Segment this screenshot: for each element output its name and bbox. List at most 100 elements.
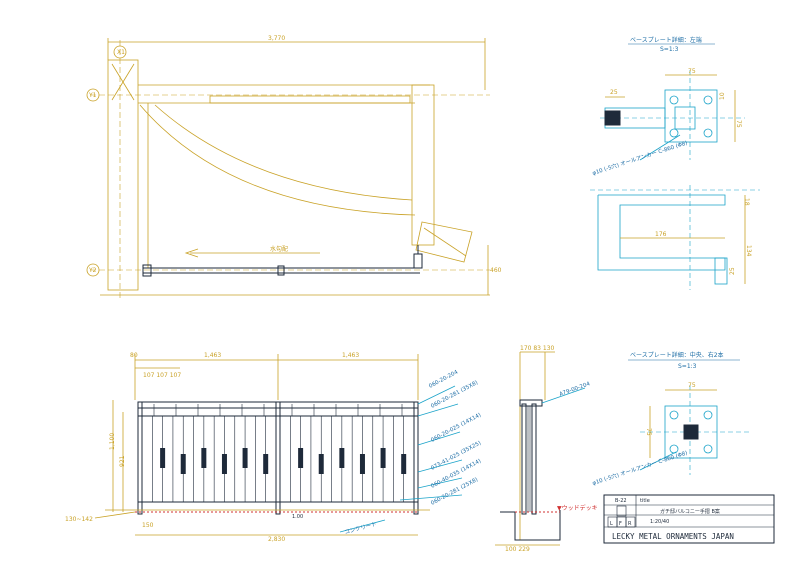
- plan-wall-left: [107, 59, 139, 291]
- db-base-plate: [664, 405, 718, 459]
- elev-dim-total: 2,830: [268, 536, 285, 543]
- dt-arm-cap: [604, 110, 621, 126]
- callout-leader-1: [417, 385, 456, 405]
- sect-callout-leader: [541, 387, 586, 404]
- sect-dim-top-label: 170 83 130: [520, 345, 555, 352]
- elev-top-rail: [137, 401, 419, 409]
- tb-title: ガチ邸バルコニー手摺 B案: [660, 508, 720, 515]
- elev-callouts: 060-20-204 060-20-281 (35X8) 060-20-025 …: [399, 369, 482, 507]
- detail-top-title: ベースプレート詳細：左端: [630, 36, 702, 44]
- dt-dim-small-label: 10: [719, 92, 726, 100]
- grid-y2-label: Y2: [88, 267, 97, 274]
- picket-collar: [318, 454, 324, 474]
- tb-scale: 1:20/40: [650, 519, 669, 525]
- db-hole-4: [703, 444, 713, 454]
- elev-pitch-label: 107 107 107: [143, 372, 181, 379]
- picket-collar: [201, 448, 207, 468]
- plan-wall-right: [411, 84, 435, 246]
- picket-collar: [263, 454, 269, 474]
- sect-callout: A79-00-204: [559, 381, 592, 398]
- tb-r: R: [628, 521, 632, 527]
- plan-curve-inner: [154, 104, 413, 201]
- picket-collar: [180, 454, 186, 474]
- dt-dim-176-label: 176: [655, 231, 667, 238]
- dt-dim-134-label: 134: [745, 245, 752, 257]
- db-dim-75-label: 75: [688, 382, 696, 389]
- slope-arrowhead: [184, 248, 199, 258]
- callout-leader-5: [417, 477, 463, 489]
- elev-dim-post: 150: [142, 522, 154, 529]
- callout-3: 060-20-025 (14X14): [430, 412, 482, 443]
- grid-x1-label: X1: [117, 49, 125, 56]
- dt-profile-foot: [714, 257, 728, 285]
- tb-box-t: [616, 505, 627, 517]
- elev-post-mid: [275, 401, 281, 515]
- picket-collar: [380, 448, 386, 468]
- picket-collar: [401, 454, 407, 474]
- dt-anchor-leader: [639, 134, 681, 161]
- picket-collar: [298, 448, 304, 468]
- dt-dim-75-label: 75: [688, 68, 696, 75]
- plan-dim-total: 3,770: [268, 35, 285, 42]
- db-post-square: [683, 424, 699, 440]
- picket-collar: [221, 454, 227, 474]
- detail-top: ベースプレート詳細：左端 S=1:3 75 25 75 10 φ10 (-5穴)…: [590, 36, 760, 290]
- bottom-callout: コンクリート: [344, 521, 378, 536]
- plan-post-right: [413, 253, 423, 269]
- plan-view: X1 Y1 Y2 3,770 水勾配: [86, 35, 502, 300]
- tb-f: F: [619, 521, 622, 527]
- tb-no: B-22: [615, 498, 627, 504]
- elev-offset-leader: [94, 511, 136, 519]
- db-anchor-leader: [639, 451, 677, 471]
- tb-title-label: title: [640, 498, 650, 504]
- dt-hole-4: [703, 128, 713, 138]
- picket-collar: [242, 448, 248, 468]
- tb-company: LECKY METAL ORNAMENTS JAPAN: [612, 532, 734, 541]
- dt-profile: [597, 194, 726, 271]
- db-dim-side-label: 75: [645, 428, 652, 436]
- tb-l: L: [610, 521, 613, 527]
- grid-bubble-y2: [86, 263, 100, 277]
- detail-bottom-title: ベースプレート詳細：中央、右2本: [630, 351, 724, 359]
- sect-deck-label: ▼ウッドデッキ: [557, 504, 598, 512]
- picket-collar: [359, 454, 365, 474]
- elev-post-right: [413, 401, 419, 515]
- plan-post-left: [142, 264, 152, 277]
- callout-leader-3: [417, 431, 461, 446]
- plan-hatch-2: [111, 63, 135, 101]
- sect-dim-bottom-label: 100 229: [505, 546, 530, 553]
- elevation-view: 80 1,463 1,463 107 107 107 1,100 921 130…: [65, 352, 482, 543]
- elev-dim-left: 80: [130, 352, 138, 359]
- title-block: B-22 title ガチ邸バルコニー手摺 B案 1:20/40 L F R L…: [603, 494, 775, 544]
- plan-rotated-box: [415, 221, 473, 263]
- callout-leader-6: [399, 494, 463, 501]
- db-hole-2: [703, 410, 713, 420]
- dt-dim-18-label: 18: [743, 198, 750, 206]
- elev-height-label: 1,100: [109, 433, 116, 450]
- picket-collar: [160, 448, 166, 468]
- detail-top-scale: S=1:3: [660, 46, 679, 53]
- plan-box-diag: [423, 227, 467, 257]
- title-block-frame: [603, 494, 775, 544]
- elev-dim-span2: 1,463: [342, 352, 359, 359]
- sect-post-1: [521, 403, 527, 515]
- elev-post-tag: 1.00: [292, 514, 303, 520]
- detail-bottom-scale: S=1:3: [678, 363, 697, 370]
- dt-hole-1: [669, 95, 679, 105]
- callout-leader-4: [417, 459, 463, 473]
- dt-base-plate: [664, 89, 718, 143]
- bottom-callout-leader: [339, 519, 386, 533]
- dt-dim-side-label: 75: [735, 120, 742, 128]
- dt-dim-25-label: 25: [610, 89, 618, 96]
- sect-base: [500, 510, 561, 541]
- db-hole-1: [669, 410, 679, 420]
- grid-y1-label: Y1: [88, 92, 97, 99]
- plan-post-mid: [277, 265, 285, 276]
- plan-beam: [209, 95, 411, 104]
- detail-bottom: ベースプレート詳細：中央、右2本 S=1:3 75 75 φ10 (-5穴) オ…: [591, 351, 750, 487]
- elev-inner-label: 921: [119, 455, 126, 467]
- callout-leader-2: [417, 403, 459, 417]
- grid-bubble-x1: [113, 45, 127, 59]
- dt-hole-2: [703, 95, 713, 105]
- section-view: 170 83 130 A79-00-204 ▼ウッドデッキ 100 229: [495, 345, 598, 553]
